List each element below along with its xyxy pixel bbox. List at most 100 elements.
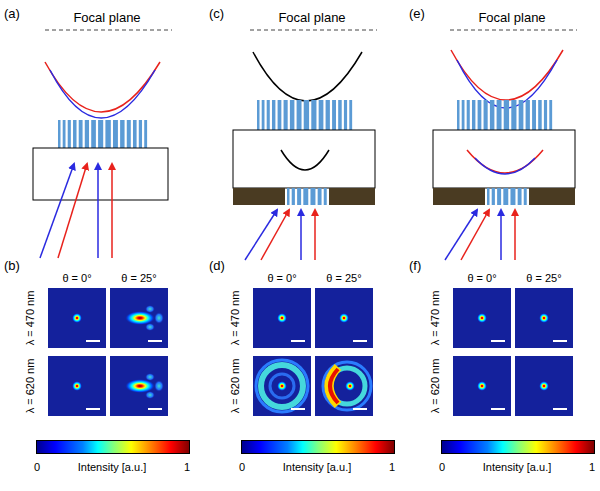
side-lobe [154, 312, 164, 324]
schematic-c [233, 30, 377, 260]
intensity-map [315, 356, 373, 416]
ring [256, 360, 308, 412]
nano-pillar [304, 100, 309, 130]
scale-bar [291, 408, 305, 410]
nano-pillar [257, 100, 260, 130]
metasurface [287, 188, 327, 205]
aberrated-spot [125, 379, 155, 393]
intensity-map [315, 288, 373, 348]
nano-pillar [272, 100, 275, 130]
scale-bar [291, 340, 305, 342]
wavelength-label: λ = 470 nm [24, 291, 36, 346]
colorbar [241, 440, 395, 454]
focal-spot [72, 313, 82, 323]
nano-pillar [484, 100, 488, 130]
nano-pillar [549, 100, 552, 130]
scale-bar [148, 340, 162, 342]
nano-pillar [310, 188, 315, 205]
intensity-map [453, 288, 511, 348]
nano-pillar [120, 120, 124, 148]
nano-pillar [63, 120, 66, 148]
nano-pillar [278, 100, 282, 130]
nano-pillar [349, 100, 352, 130]
nano-pillar [73, 120, 76, 148]
angle-label: θ = 0° [467, 272, 496, 284]
colorbar-title: Intensity [a.u.] [78, 461, 146, 473]
panel-letter: (a) [4, 7, 20, 21]
nano-pillar [297, 188, 301, 205]
panel-letter: (b) [4, 259, 20, 273]
nano-pillar [332, 100, 336, 130]
nano-pillar [262, 100, 265, 130]
panel-letter: (f) [409, 259, 421, 273]
colorbar-title: Intensity [a.u.] [283, 461, 351, 473]
wavelength-label: λ = 470 nm [429, 291, 441, 346]
intensity-map [48, 288, 106, 348]
nano-pillar [127, 120, 131, 148]
intensity-map [253, 356, 311, 416]
colorbar-tick: 0 [34, 461, 40, 473]
panel-letter: (c) [209, 7, 224, 21]
nano-pillar [504, 100, 509, 130]
colorbar [36, 440, 190, 454]
intensity-map [48, 356, 106, 416]
nano-pillar [113, 120, 118, 148]
focal-spot [477, 381, 487, 391]
scale-bar [491, 408, 505, 410]
wavelength-label: λ = 620 nm [429, 359, 441, 414]
nano-pillar [462, 100, 465, 130]
metasurface [487, 188, 527, 205]
nano-pillar [105, 120, 110, 148]
intensity-map [453, 356, 511, 416]
focal-spot [477, 313, 487, 323]
focal-spot [277, 313, 287, 323]
intensity-map [515, 356, 573, 416]
nano-pillar [292, 188, 295, 205]
metasurface [457, 100, 552, 130]
nano-pillar [68, 120, 71, 148]
wavelength-label: λ = 620 nm [229, 359, 241, 414]
colorbar-tick: 1 [389, 461, 395, 473]
crescent [330, 369, 338, 403]
nano-pillar [526, 100, 530, 130]
focal-spot [539, 313, 549, 323]
nano-pillar [267, 100, 270, 130]
nano-pillar [344, 100, 347, 130]
angle-label: θ = 0° [62, 272, 91, 284]
nano-pillar [58, 120, 61, 148]
metasurface [58, 120, 147, 148]
ring [323, 362, 371, 410]
angle-label: θ = 25° [526, 272, 561, 284]
angle-label: θ = 25° [326, 272, 361, 284]
ring [270, 374, 294, 398]
nano-pillar [284, 100, 288, 130]
plane-label: Focal plane [73, 11, 140, 25]
nano-pillar [311, 100, 316, 130]
angle-label: θ = 0° [267, 272, 296, 284]
nano-pillar [290, 100, 295, 130]
schematic-a [33, 30, 172, 258]
nano-pillar [544, 100, 547, 130]
angle-label: θ = 25° [121, 272, 156, 284]
nano-pillar [511, 100, 516, 130]
nano-pillar [319, 100, 324, 130]
crescent [329, 367, 338, 405]
side-lobe [154, 380, 164, 392]
colorbar-tick: 0 [439, 461, 445, 473]
focal-spot [72, 381, 82, 391]
intensity-map [110, 356, 168, 416]
scale-bar [491, 340, 505, 342]
nano-pillar [287, 188, 290, 205]
nano-pillar [79, 120, 83, 148]
scale-bar [148, 408, 162, 410]
nano-pillar [85, 120, 89, 148]
nano-pillar [324, 188, 327, 205]
scale-bar [86, 408, 100, 410]
nano-pillar [338, 100, 342, 130]
nano-pillar [91, 120, 96, 148]
nano-pillar [472, 100, 475, 130]
nano-pillar [303, 188, 308, 205]
colorbar-tick: 1 [184, 461, 190, 473]
scale-bar [553, 408, 567, 410]
